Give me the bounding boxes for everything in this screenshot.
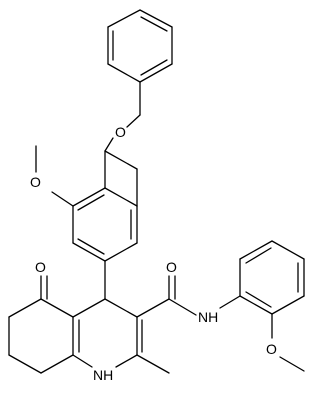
methoxyphenyl-ring — [239, 240, 305, 372]
aryl-ring — [72, 150, 138, 262]
ether-bond — [104, 137, 114, 152]
benzyl-linker — [126, 81, 141, 128]
methoxy-group-upper — [35, 145, 74, 207]
ring-nh-label: NH — [93, 367, 113, 383]
amide-oxygen-label: O — [166, 259, 177, 275]
hexahydroquinoline-core — [72, 260, 170, 374]
ketone-oxygen-label: O — [35, 259, 46, 275]
methoxy-oxygen-label: O — [30, 174, 41, 190]
amide-nh-label: NH — [198, 309, 218, 325]
amide-group — [136, 275, 241, 318]
anisyl-oxygen-label: O — [266, 341, 277, 357]
benzyl-phenyl-ring — [107, 9, 173, 83]
ether-oxygen-label: O — [115, 124, 126, 140]
aryl-c4-bond — [104, 150, 138, 170]
cyclohexanone-ring — [8, 275, 74, 374]
